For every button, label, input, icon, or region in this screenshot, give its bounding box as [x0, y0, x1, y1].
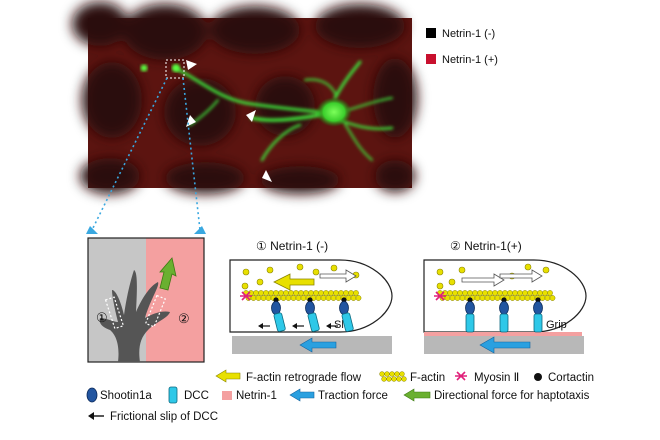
retrograde-flow-arrow-plus	[461, 273, 505, 287]
shootin	[271, 301, 281, 315]
guide-arrow-left	[86, 226, 98, 234]
legend-swatch-netrin-minus	[426, 28, 436, 38]
slip-open-arrow-minus	[319, 269, 357, 283]
clutch-complex	[499, 297, 509, 333]
legend-dcc-icon	[168, 386, 178, 404]
arrowhead-3	[246, 110, 256, 122]
panel-plus-title: ② Netrin-1(+)	[450, 239, 522, 253]
zoom-box	[165, 59, 185, 79]
clutch-complex	[533, 297, 543, 333]
myosin-plus	[434, 291, 446, 301]
legend-cortactin-icon	[534, 373, 542, 381]
cortactin	[467, 297, 473, 303]
panel-plus-status: Grip	[546, 319, 567, 331]
netrin-layer	[424, 332, 582, 336]
mark-2: ②	[178, 311, 190, 326]
legend-slip-label: Frictional slip of DCC	[110, 411, 218, 423]
dcc	[465, 313, 475, 333]
legend-cortactin-label: Cortactin	[548, 372, 594, 384]
legend-netrin-plus: Netrin-1 (+)	[442, 54, 498, 66]
dot-signal	[140, 64, 148, 72]
traction-arrow-plus	[479, 336, 531, 354]
legend-shootin-label: Shootin1a	[100, 390, 152, 402]
actin-monomers-minus	[241, 263, 360, 290]
shootin	[339, 301, 349, 315]
cortactin	[501, 297, 507, 303]
retrograde-flow-arrow-minus	[273, 273, 315, 291]
micrograph	[72, 2, 417, 194]
directional-force-arrow	[159, 257, 177, 291]
clutch-complex	[292, 297, 320, 332]
legend-swatch-netrin-plus	[426, 54, 436, 64]
open-arrow-plus	[499, 269, 543, 283]
cortactin	[307, 297, 313, 303]
panel-netrin-plus: ② Netrin-1(+) Grip	[423, 239, 587, 354]
legend-actin-label: F-actin	[410, 372, 445, 384]
cortactin	[535, 297, 541, 303]
cell-body	[316, 97, 352, 127]
legend-shootin-icon	[86, 387, 98, 403]
guide-arrow-right	[194, 226, 206, 234]
legend-netrin-icon	[222, 391, 232, 400]
dcc	[533, 313, 543, 333]
dcc	[499, 313, 509, 333]
clutch-complex	[465, 297, 475, 333]
growth-cone-shape	[99, 270, 170, 362]
panel-minus-title: ① Netrin-1 (-)	[256, 239, 328, 253]
slip-arrow	[292, 323, 297, 329]
cortactin	[273, 297, 279, 303]
slip-arrow	[326, 323, 331, 329]
inset-box-right	[144, 294, 167, 328]
legend-directional-icon	[403, 388, 431, 402]
arrowhead-4	[262, 170, 272, 182]
arrowhead-1	[186, 60, 197, 70]
legend-dcc-label: DCC	[184, 390, 209, 402]
legend-flow-icon	[215, 369, 241, 383]
mark-1: ①	[96, 310, 108, 325]
legend-flow-label: F-actin retrograde flow	[246, 372, 362, 384]
micrograph-legend: Netrin-1 (-) Netrin-1 (+)	[426, 28, 498, 66]
legend-netrin-label: Netrin-1	[236, 390, 277, 402]
cortactin	[341, 297, 347, 303]
shootin	[465, 301, 475, 315]
clutch-complex	[258, 297, 286, 332]
traction-arrow-minus	[299, 337, 337, 353]
legend-netrin-minus: Netrin-1 (-)	[442, 28, 495, 40]
inset-box-left	[104, 296, 125, 330]
panel-netrin-minus: ① Netrin-1 (-) Slip	[229, 239, 393, 354]
clutch-complex	[326, 297, 354, 332]
growth-cone-signal	[172, 64, 180, 72]
legend-traction-icon	[289, 388, 315, 402]
legend-myosin-label: Myosin Ⅱ	[474, 372, 519, 384]
myosin-minus	[240, 291, 252, 301]
growth-cone-zoom: ① ②	[87, 237, 205, 363]
slip-arrow	[258, 323, 263, 329]
shootin	[499, 301, 509, 315]
zoom-guides	[91, 77, 201, 231]
legend-myosin-icon	[455, 371, 467, 381]
legend-slip-icon	[88, 412, 104, 420]
legend-actin-icon	[379, 371, 407, 382]
dcc	[341, 312, 354, 332]
dcc	[307, 312, 320, 332]
shootin	[305, 301, 315, 315]
shootin	[533, 301, 543, 315]
legend-traction-label: Traction force	[318, 390, 388, 402]
legend: F-actin retrograde flow F-actin Myosin Ⅱ…	[86, 369, 594, 423]
legend-directional-label: Directional force for haptotaxis	[434, 390, 590, 402]
dcc	[273, 312, 286, 332]
